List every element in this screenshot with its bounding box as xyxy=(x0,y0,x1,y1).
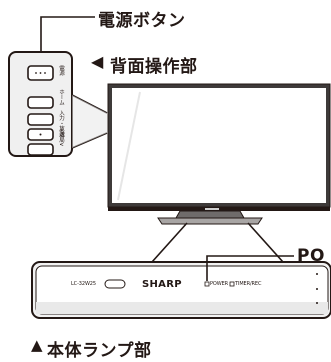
power-led xyxy=(204,281,210,287)
list-bullet xyxy=(316,273,318,275)
body-lamp-label: 本体ランプ部 xyxy=(47,341,152,361)
body-arrow: ▲ xyxy=(31,336,44,354)
brand-logo: SHARP xyxy=(142,279,182,290)
power-led-leader xyxy=(206,255,294,281)
remote-sensor xyxy=(104,279,126,289)
list-bullet xyxy=(316,302,318,304)
timer-led xyxy=(229,281,235,287)
power-led-label: PO xyxy=(297,246,325,266)
rear-channel-down-button xyxy=(27,143,54,156)
rear-panel-label: 背面操作部 xyxy=(110,57,198,77)
rear-home-button xyxy=(27,96,54,109)
power-button-label: 電源ボタン xyxy=(98,11,186,31)
tv-stand xyxy=(175,210,245,219)
power-indicator-label: POWER xyxy=(210,281,229,287)
timer-indicator-label: TIMER/REC xyxy=(235,281,262,287)
rear-arrow: ◀ xyxy=(91,52,104,71)
rear-input-button xyxy=(27,113,54,126)
power-button-leader xyxy=(40,16,95,61)
rear-channel-caption: ∧選局∨ xyxy=(58,128,64,147)
rear-home-caption: ホーム xyxy=(58,89,64,105)
rear-input-caption: 入力・放送 xyxy=(58,110,64,137)
body-zoom-left xyxy=(151,222,188,263)
tv-screen xyxy=(112,88,326,203)
model-number: LC-32W25 xyxy=(71,281,96,287)
rear-power-caption: 電源 xyxy=(58,65,64,76)
list-bullet xyxy=(316,288,318,290)
